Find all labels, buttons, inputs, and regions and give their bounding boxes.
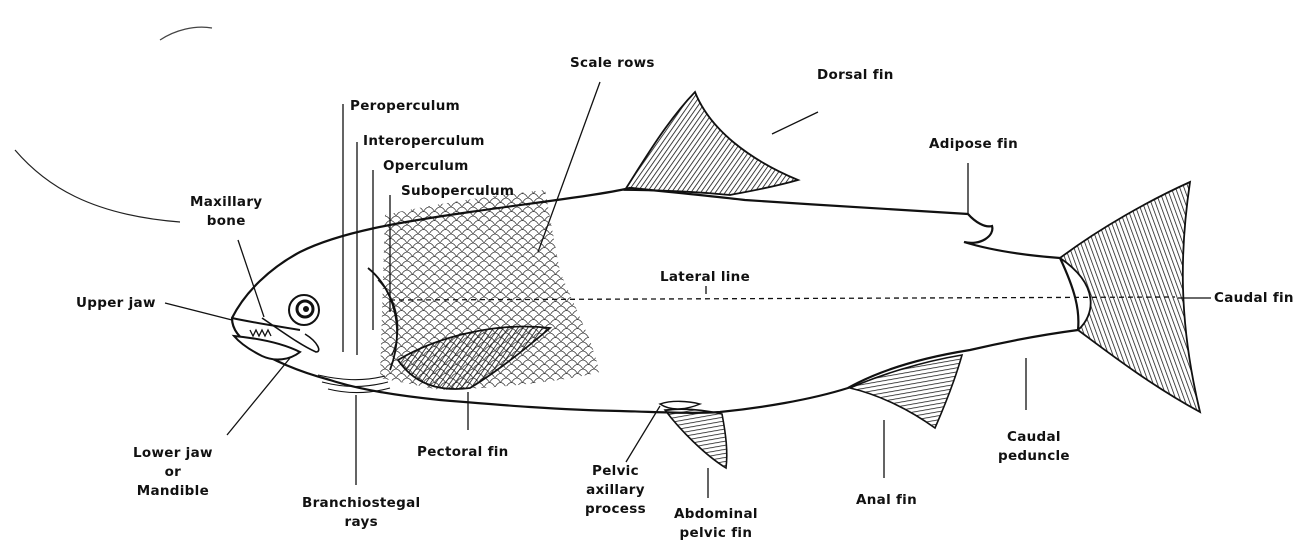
label-dorsal-fin: Dorsal fin bbox=[817, 66, 894, 85]
label-upper-jaw: Upper jaw bbox=[76, 294, 156, 313]
stray-arc-mark bbox=[15, 150, 180, 222]
label-pelvic-axillary-process: Pelvic axillary process bbox=[585, 462, 646, 519]
label-caudal-peduncle: Caudal peduncle bbox=[998, 428, 1070, 466]
stray-top-mark bbox=[160, 27, 212, 40]
label-lateral-line: Lateral line bbox=[660, 268, 750, 287]
label-adipose-fin: Adipose fin bbox=[929, 135, 1018, 154]
label-peroperculum: Peroperculum bbox=[350, 97, 460, 116]
label-branchiostegal-rays: Branchiostegal rays bbox=[302, 494, 420, 532]
label-operculum: Operculum bbox=[383, 157, 469, 176]
pelvic-fin-shape bbox=[665, 409, 727, 468]
label-scale-rows: Scale rows bbox=[570, 54, 655, 73]
label-anal-fin: Anal fin bbox=[856, 491, 917, 510]
label-lower-jaw: Lower jaw or Mandible bbox=[133, 444, 213, 501]
label-pectoral-fin: Pectoral fin bbox=[417, 443, 509, 462]
label-abdominal-pelvic-fin: Abdominal pelvic fin bbox=[674, 505, 758, 543]
label-suboperculum: Suboperculum bbox=[401, 182, 514, 201]
eye-pupil bbox=[303, 306, 309, 312]
label-caudal-fin: Caudal fin bbox=[1214, 289, 1294, 308]
label-maxillary-bone: Maxillary bone bbox=[190, 193, 262, 231]
label-interoperculum: Interoperculum bbox=[363, 132, 485, 151]
dorsal-fin-shape bbox=[625, 92, 798, 195]
